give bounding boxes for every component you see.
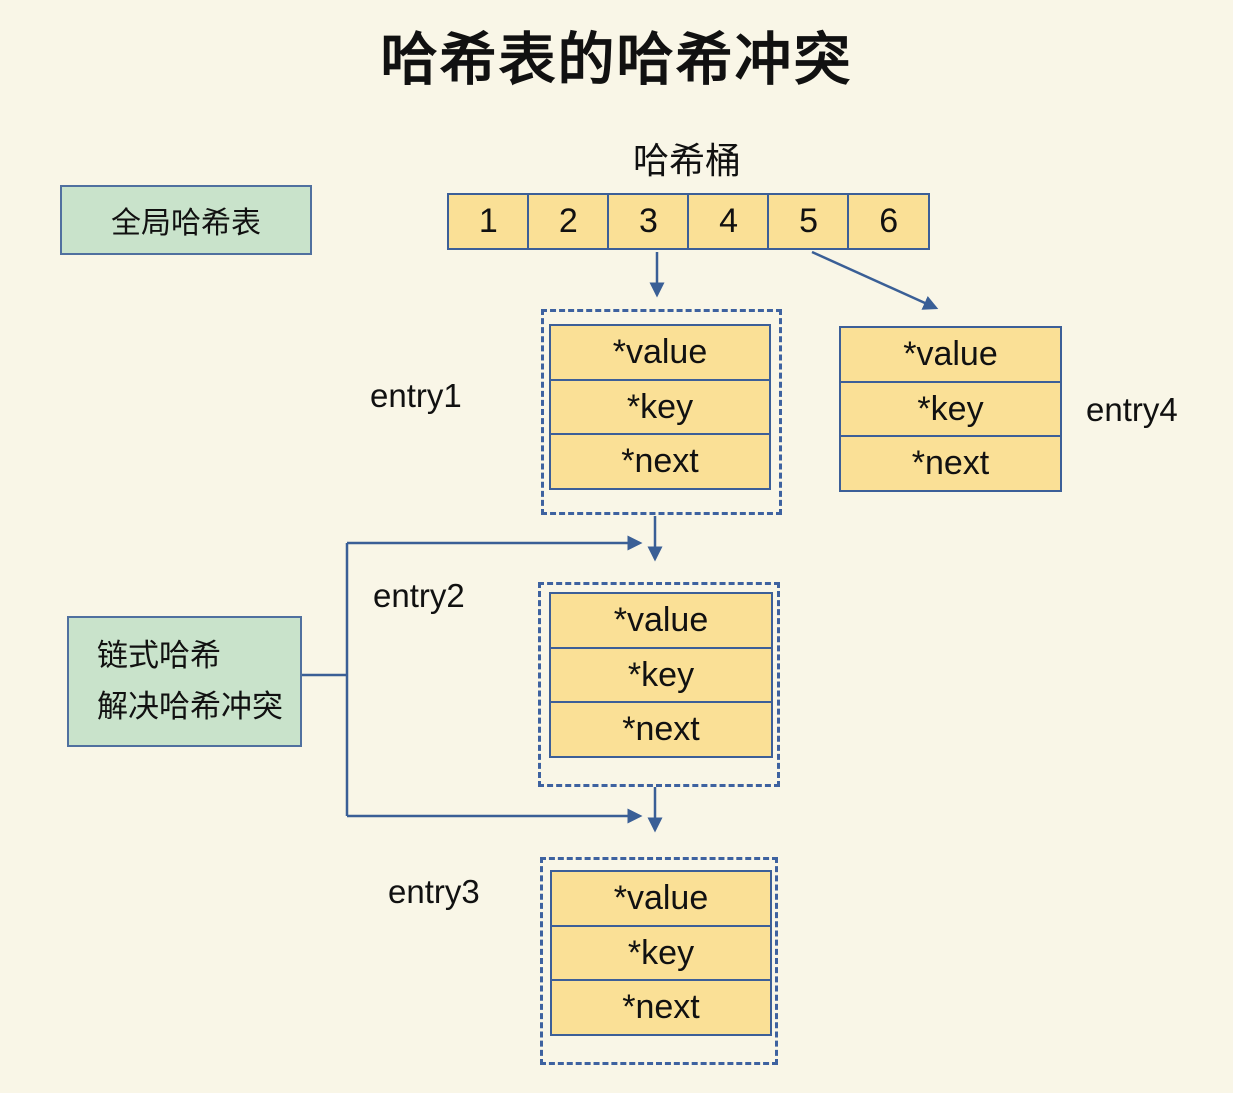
bucket-cell-2: 2 [527, 193, 610, 250]
entry2-label: entry2 [373, 577, 465, 614]
arrow-bucket5-to-entry4 [811, 250, 939, 310]
entry1-label: entry1 [370, 377, 462, 414]
bucket-cell-1: 1 [447, 193, 530, 250]
global-hash-table-label: 全局哈希表 [111, 207, 261, 240]
entry2-dashed-box [538, 582, 780, 787]
entry1-node: *value *key *next [549, 324, 771, 490]
entry3-node: *value *key *next [550, 870, 772, 1036]
entry2-node: *value *key *next [549, 592, 773, 758]
entry2-field-next: *next [549, 701, 773, 758]
entry4-field-key: *key [839, 380, 1062, 438]
entry4-field-next: *next [839, 435, 1062, 492]
global-hash-table-box: 全局哈希表 [60, 185, 312, 255]
entry4-label: entry4 [1086, 391, 1178, 428]
entry4-node: *value *key *next [839, 326, 1062, 492]
entry1-field-key: *key [549, 378, 771, 436]
entry4-field-value: *value [839, 326, 1062, 383]
chained-hash-line2: 解决哈希冲突 [97, 688, 283, 724]
hash-bucket-label: 哈希桶 [632, 140, 741, 181]
entry3-label: entry3 [388, 873, 480, 910]
chained-hash-box: 链式哈希 解决哈希冲突 [67, 616, 302, 747]
hash-bucket-row: 1 2 3 4 5 6 [447, 193, 930, 250]
entry3-field-next: *next [550, 979, 772, 1036]
entry1-field-next: *next [549, 433, 771, 490]
entry3-field-value: *value [550, 870, 772, 927]
entry3-dashed-box [540, 857, 778, 1065]
bucket-cell-4: 4 [687, 193, 770, 250]
entry2-field-key: *key [549, 646, 773, 704]
bucket-cell-5: 5 [767, 193, 850, 250]
bucket-cell-6: 6 [847, 193, 930, 250]
bucket-cell-3: 3 [607, 193, 690, 250]
chained-hash-line1: 链式哈希 [97, 638, 221, 674]
entry2-field-value: *value [549, 592, 773, 649]
entry3-field-key: *key [550, 924, 772, 982]
entry1-field-value: *value [549, 324, 771, 381]
page-title: 哈希表的哈希冲突 [380, 28, 853, 92]
entry1-dashed-box [541, 309, 782, 515]
